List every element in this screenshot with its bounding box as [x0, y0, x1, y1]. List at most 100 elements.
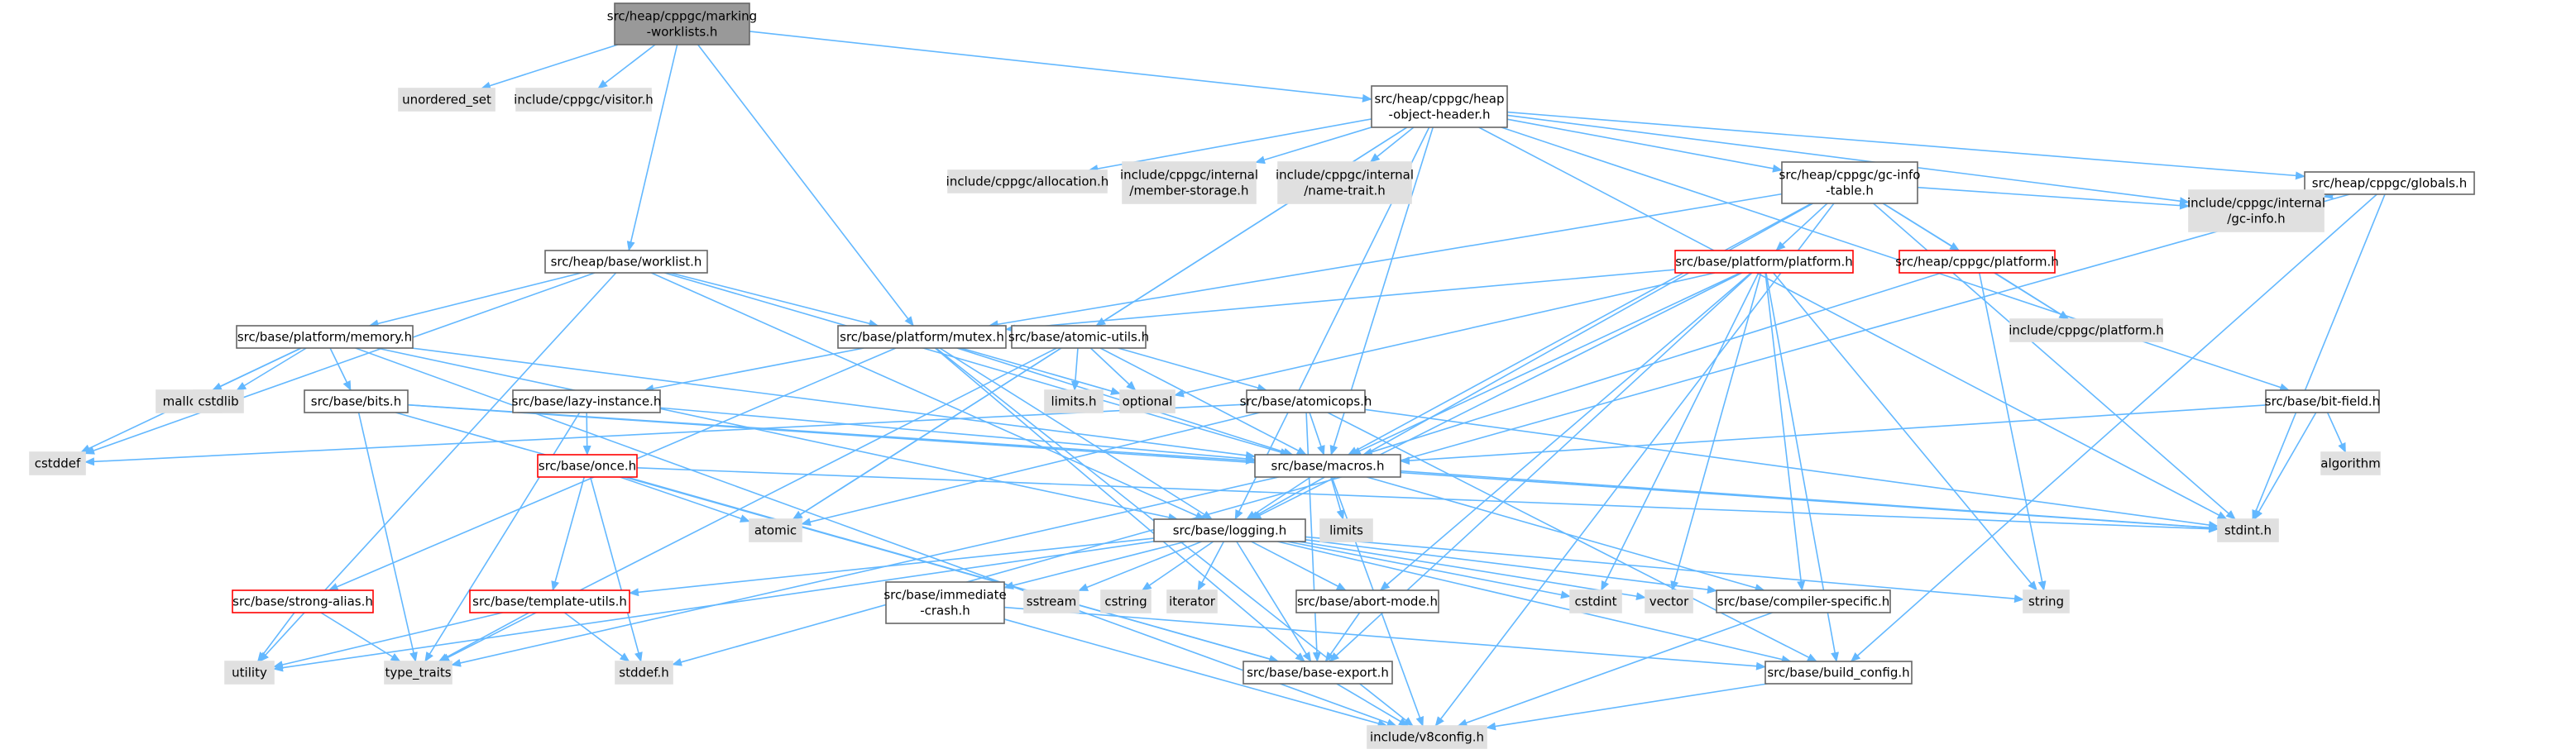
edge-logging-to-sstream — [1078, 541, 1202, 592]
node-utility[interactable]: utility — [224, 661, 275, 685]
node-label: src/base/strong-alias.h — [232, 594, 373, 609]
node-platform_memory[interactable]: src/base/platform/memory.h — [236, 325, 414, 349]
node-mutex[interactable]: src/base/platform/mutex.h — [837, 325, 1007, 349]
node-limits_h[interactable]: limits.h — [1044, 389, 1104, 413]
edge-heap_object_header-to-bit_field — [1501, 126, 2291, 392]
edge-once-to-stddef — [589, 476, 643, 662]
node-box — [837, 325, 1007, 349]
node-allocation[interactable]: include/cppgc/allocation.h — [946, 169, 1109, 193]
node-optional[interactable]: optional — [1119, 389, 1175, 413]
node-box — [1645, 589, 1693, 613]
node-lazy_instance[interactable]: src/base/lazy-instance.h — [512, 389, 662, 413]
edge-atomicops-to-cstddef — [84, 403, 1247, 466]
node-build_config[interactable]: src/base/build_config.h — [1764, 661, 1913, 685]
edge-atomicops-to-build_config — [1327, 412, 1817, 662]
edge-gc_info_table-to-macros — [1347, 203, 1812, 456]
node-atomicops[interactable]: src/base/atomicops.h — [1240, 389, 1372, 413]
node-cstdlib[interactable]: cstdlib — [193, 389, 244, 413]
edge-atomic_utils-to-atomic — [792, 347, 1062, 520]
edge-heap_object_header-to-gc_info_table — [1506, 118, 1783, 173]
edge-strong_alias-to-utility — [256, 612, 295, 662]
node-name_trait[interactable]: include/cppgc/internal/name-trait.h — [1276, 161, 1414, 204]
node-visitor[interactable]: include/cppgc/visitor.h — [514, 88, 654, 112]
node-label: -crash.h — [920, 604, 970, 618]
node-worklists[interactable]: src/heap/cppgc/marking-worklists.h — [607, 2, 757, 45]
node-v8config[interactable]: include/v8config.h — [1367, 725, 1487, 749]
node-label: atomic — [754, 523, 797, 538]
node-box — [1898, 250, 2056, 274]
node-box — [537, 454, 638, 478]
node-gc_info_table[interactable]: src/heap/cppgc/gc-info-table.h — [1779, 161, 1921, 204]
node-label: stddef.h — [619, 666, 668, 680]
node-globals[interactable]: src/heap/cppgc/globals.h — [2304, 171, 2475, 195]
node-box — [29, 451, 86, 475]
node-algorithm[interactable]: algorithm — [2320, 451, 2381, 475]
node-label: include/cppgc/internal — [1120, 168, 1258, 183]
node-compiler_specific[interactable]: src/base/compiler-specific.h — [1716, 589, 1891, 613]
edge-platform_platform-to-optional — [1174, 272, 1716, 398]
edge-mutex-to-lazy_instance — [644, 347, 864, 393]
node-label: src/heap/cppgc/heap — [1374, 92, 1504, 107]
node-label: -object-header.h — [1388, 107, 1490, 122]
edge-abort_mode-to-base_export — [1324, 612, 1361, 662]
node-base_worklist[interactable]: src/heap/base/worklist.h — [544, 250, 708, 274]
node-vector[interactable]: vector — [1645, 589, 1693, 613]
edge-logging-to-string — [1305, 536, 2024, 604]
node-iterator[interactable]: iterator — [1166, 589, 1218, 613]
node-logging[interactable]: src/base/logging.h — [1153, 518, 1306, 542]
node-strong_alias[interactable]: src/base/strong-alias.h — [232, 589, 374, 613]
node-atomic_utils[interactable]: src/base/atomic-utils.h — [1008, 325, 1149, 349]
node-limits[interactable]: limits — [1319, 518, 1373, 542]
node-type_traits[interactable]: type_traits — [384, 661, 452, 685]
node-box — [885, 581, 1005, 624]
node-label: src/base/bits.h — [311, 394, 401, 409]
edge-logging-to-utility — [273, 540, 1155, 672]
node-string[interactable]: string — [2023, 589, 2070, 613]
node-bits[interactable]: src/base/bits.h — [304, 389, 409, 413]
edge-platform_platform-to-string — [1773, 272, 2037, 591]
edge-cppgc_platform-to-string — [1978, 272, 2047, 591]
node-label: limits.h — [1051, 394, 1096, 409]
node-label: src/base/platform/mutex.h — [840, 330, 1004, 345]
edge-heap_object_header-to-gc_info — [1506, 114, 2190, 206]
node-include_platform[interactable]: include/cppgc/platform.h — [2009, 318, 2164, 342]
edge-bit_field-to-algorithm — [2326, 412, 2347, 453]
node-template_utils[interactable]: src/base/template-utils.h — [469, 589, 630, 613]
node-macros[interactable]: src/base/macros.h — [1254, 454, 1401, 478]
node-heap_object_header[interactable]: src/heap/cppgc/heap-object-header.h — [1371, 85, 1508, 128]
node-cstddef[interactable]: cstddef — [29, 451, 86, 475]
node-abort_mode[interactable]: src/base/abort-mode.h — [1295, 589, 1439, 613]
node-stdint[interactable]: stdint.h — [2217, 518, 2279, 542]
edge-logging-to-immediate_crash — [1003, 541, 1186, 589]
node-box — [384, 661, 452, 685]
edge-heap_object_header-to-globals — [1506, 111, 2305, 180]
node-box — [2009, 318, 2163, 342]
node-atomic[interactable]: atomic — [749, 518, 802, 542]
node-immediate_crash[interactable]: src/base/immediate-crash.h — [883, 581, 1007, 624]
edge-logging-to-abort_mode — [1251, 541, 1347, 591]
node-label: src/base/once.h — [539, 459, 636, 474]
edge-gc_info_table-to-v8config — [1434, 203, 1835, 727]
edge-atomicops-to-atomic — [801, 412, 1261, 527]
node-label: -worklists.h — [647, 25, 718, 40]
edge-logging-to-cstring — [1141, 541, 1214, 591]
node-cstring[interactable]: cstring — [1100, 589, 1152, 613]
node-label: include/v8config.h — [1370, 730, 1484, 745]
node-platform_platform[interactable]: src/base/platform/platform.h — [1674, 250, 1854, 274]
node-bit_field[interactable]: src/base/bit-field.h — [2265, 389, 2380, 413]
node-stddef[interactable]: stddef.h — [615, 661, 673, 685]
edge-lazy_instance-to-macros — [659, 407, 1256, 463]
node-member_storage[interactable]: include/cppgc/internal/member-storage.h — [1120, 161, 1258, 204]
node-box — [1023, 589, 1080, 613]
node-gc_info[interactable]: include/cppgc/internal/gc-info.h — [2187, 189, 2325, 232]
edge-atomic_utils-to-limits_h — [1070, 347, 1080, 391]
node-once[interactable]: src/base/once.h — [537, 454, 638, 478]
node-box — [236, 325, 414, 349]
node-cppgc_platform[interactable]: src/heap/cppgc/platform.h — [1895, 250, 2059, 274]
node-label: type_traits — [385, 666, 451, 681]
node-unordered_set[interactable]: unordered_set — [398, 88, 496, 112]
node-base_export[interactable]: src/base/base-export.h — [1243, 661, 1393, 685]
node-sstream[interactable]: sstream — [1023, 589, 1080, 613]
edge-gc_info_table-to-mutex — [988, 193, 1783, 329]
node-cstdint[interactable]: cstdint — [1569, 589, 1622, 613]
